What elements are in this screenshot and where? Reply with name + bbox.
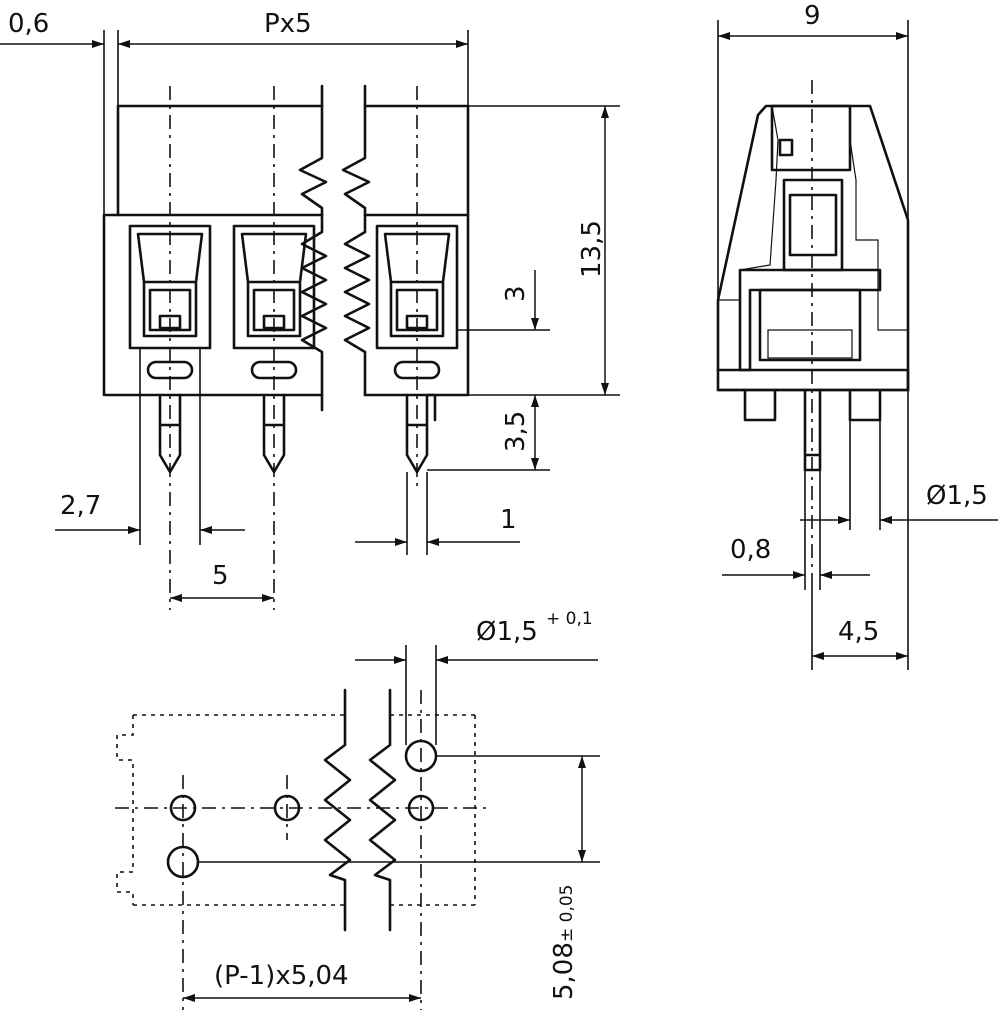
- dim-pitch-total: Px5: [264, 9, 312, 39]
- dim-hole-diameter-tol: Ø1,5: [476, 617, 538, 647]
- front-view: [102, 84, 470, 610]
- terminal-cavity-3: [375, 224, 459, 350]
- pin-3: [405, 393, 437, 474]
- dim-pin-offset: 2,7: [60, 491, 101, 521]
- dim-hole-diameter: Ø1,5: [926, 481, 988, 511]
- dim-terminal-height: 3: [501, 285, 531, 302]
- dim-row-tol: ± 0,05: [557, 885, 577, 943]
- terminal-cavity-1: [128, 224, 212, 350]
- dim-depth: 4,5: [838, 617, 879, 647]
- dim-offset: 0,6: [8, 9, 49, 39]
- dim-row-spacing: 5,08: [549, 942, 579, 1000]
- dim-pin-thickness: 1: [500, 505, 517, 535]
- dim-width: 9: [804, 1, 821, 31]
- front-dimensions: 0,6 Px5 13,5 3 3,5 2,7 5 1: [0, 9, 620, 602]
- dim-pin-length: 3,5: [501, 411, 531, 452]
- dim-footprint-pitch: (P-1)x5,04: [214, 961, 349, 991]
- dim-pitch: 5: [212, 561, 229, 591]
- dim-height: 13,5: [577, 220, 607, 278]
- dim-pin-width: 0,8: [730, 535, 771, 565]
- side-dimensions: 9 Ø1,5 0,8 4,5: [717, 1, 998, 670]
- terminal-cavity-2: [232, 224, 316, 350]
- pcb-footprint: [115, 688, 490, 1010]
- dim-hole-tol-value: + 0,1: [546, 609, 593, 629]
- footprint-dimensions: Ø1,5 + 0,1 5,08 ± 0,05 (P-1)x5,04: [183, 609, 600, 1002]
